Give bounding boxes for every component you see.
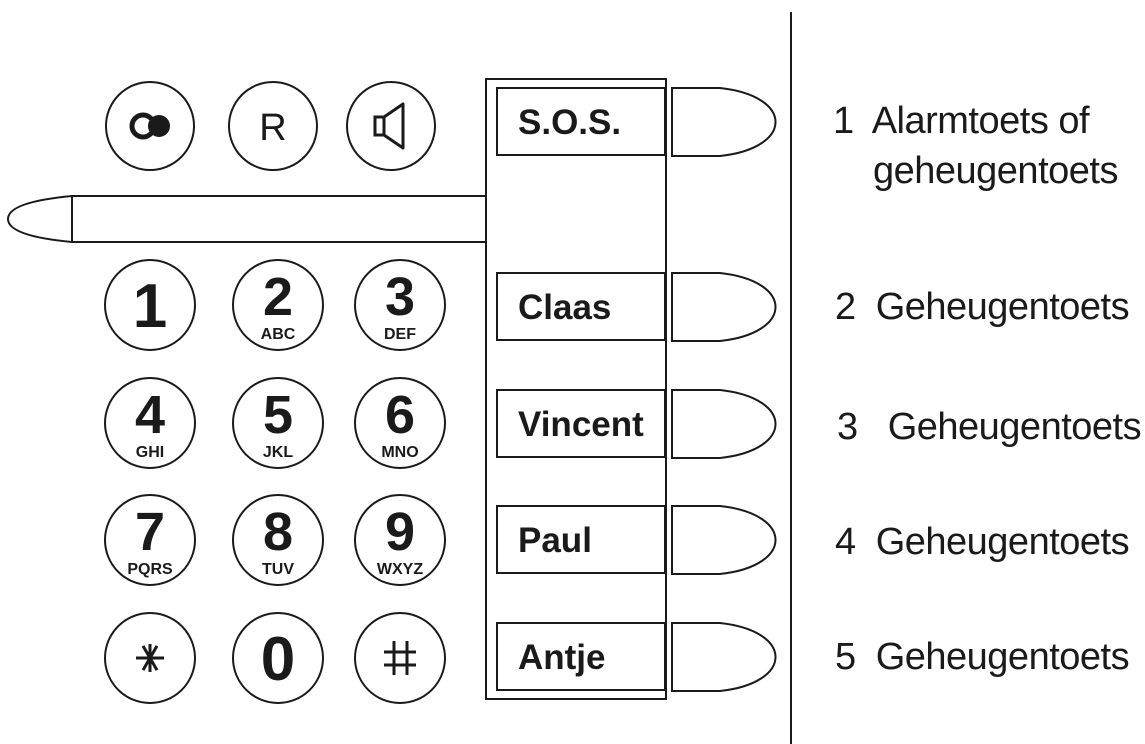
key-digit: 7 [135,502,165,562]
description-text: Alarmtoets of [871,100,1090,142]
mute-icon [129,112,170,140]
key-1-button[interactable]: 1 [104,259,196,351]
mute-button[interactable] [105,81,195,171]
memory-key-3[interactable]: Vincent [496,389,777,459]
hash-icon [384,641,416,675]
memory-key-cap[interactable] [671,622,777,692]
memory-key-cap[interactable] [671,272,777,342]
description-1-line2: geheugentoets [873,150,1118,193]
key-letters: TUV [262,561,294,578]
description-3: 3 Geheugentoets [837,406,1142,449]
key-letters: WXYZ [377,561,423,578]
key-letters: DEF [384,326,416,343]
memory-key-label: Claas [518,288,611,327]
key-letters: GHI [136,444,164,461]
memory-key-cap[interactable] [671,87,777,157]
key-star-button[interactable] [104,612,196,704]
memory-key-label: Vincent [518,405,644,444]
key-letters: JKL [263,444,293,461]
key-digit: 3 [385,267,415,327]
description-text: Geheugentoets [875,636,1130,678]
memory-key-2[interactable]: Claas [496,272,777,342]
speaker-icon [373,102,405,150]
key-digit: 5 [263,385,293,445]
memory-key-cap[interactable] [671,389,777,459]
description-2: 2 Geheugentoets [835,286,1130,329]
key-digit: 6 [385,385,415,445]
memory-key-label: S.O.S. [518,103,621,142]
memory-key-1[interactable]: S.O.S. [496,87,777,157]
memory-key-label: Paul [518,521,592,560]
memory-key-cap[interactable] [671,505,777,575]
description-number: 1 [833,100,854,142]
key-digit: 9 [385,502,415,562]
memory-key-label-box [496,622,666,691]
memory-key-label: Antje [518,638,606,677]
key-digit: 0 [261,625,295,694]
description-number: 5 [835,636,856,678]
key-digit: 1 [133,272,167,341]
description-number: 3 [837,406,858,448]
key-letters: PQRS [127,561,173,578]
memory-key-label-box [496,505,666,574]
key-0-button[interactable]: 0 [232,612,324,704]
description-text: Geheugentoets [875,286,1130,328]
key-digit: 4 [135,385,165,445]
description-4: 4 Geheugentoets [835,521,1130,564]
memory-key-label-box [496,87,666,156]
handset-bar [6,195,487,243]
key-digit: 2 [263,267,293,327]
description-text: Geheugentoets [887,406,1142,448]
key-hash-button[interactable] [354,612,446,704]
description-5: 5 Geheugentoets [835,636,1130,679]
description-text: geheugentoets [873,150,1118,192]
speaker-button[interactable] [346,81,436,171]
key-digit: 8 [263,502,293,562]
recall-label: R [259,107,286,149]
description-number: 2 [835,286,856,328]
description-number: 4 [835,521,856,563]
description-1: 1 Alarmtoets of [833,100,1090,143]
recall-button[interactable]: R [228,81,318,171]
memory-key-5[interactable]: Antje [496,622,777,692]
asterisk-icon [136,644,164,672]
description-text: Geheugentoets [875,521,1130,563]
memory-key-4[interactable]: Paul [496,505,777,575]
key-letters: MNO [381,444,418,461]
key-letters: ABC [261,326,296,343]
memory-key-label-box [496,272,666,341]
memory-key-label-box [496,389,666,458]
